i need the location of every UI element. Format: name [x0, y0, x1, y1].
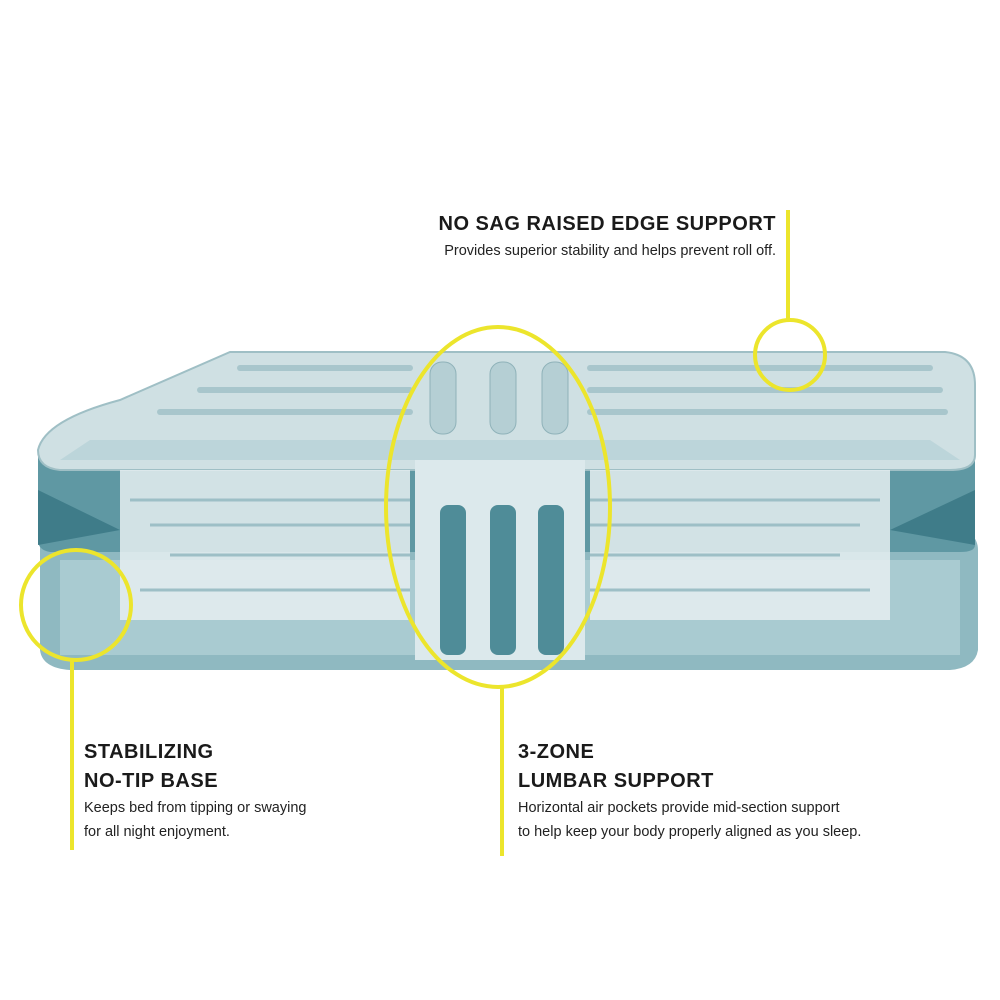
callout-description: Provides superior stability and helps pr… — [444, 243, 776, 259]
callout-edge-support: NO SAG RAISED EDGE SUPPORT Provides supe… — [439, 210, 777, 263]
callout-description: for all night enjoyment. — [84, 824, 230, 840]
callout-description: Horizontal air pockets provide mid-secti… — [518, 800, 840, 816]
callout-description: Keeps bed from tipping or swaying — [84, 800, 307, 816]
callout-title: 3-ZONE — [518, 741, 595, 763]
callout-title: NO SAG RAISED EDGE SUPPORT — [438, 213, 776, 235]
lumbar-air-pockets — [429, 361, 569, 655]
callout-title: STABILIZING — [84, 741, 214, 763]
mattress-top-front-edge — [60, 440, 960, 460]
callout-description: to help keep your body properly aligned … — [518, 824, 862, 840]
right-inner-chamber — [590, 470, 890, 620]
callout-title: LUMBAR SUPPORT — [518, 770, 714, 792]
callout-no-tip-base: STABILIZING NO-TIP BASE Keeps bed from t… — [84, 738, 306, 844]
internal-air-coils — [130, 498, 880, 592]
base-highlight-circle — [19, 548, 133, 662]
callout-lumbar-support: 3-ZONE LUMBAR SUPPORT Horizontal air poc… — [518, 738, 861, 844]
top-air-coils — [157, 365, 948, 415]
lumbar-highlight-ellipse — [384, 325, 612, 689]
callout-title: NO-TIP BASE — [84, 770, 219, 792]
left-inner-chamber — [120, 470, 410, 620]
